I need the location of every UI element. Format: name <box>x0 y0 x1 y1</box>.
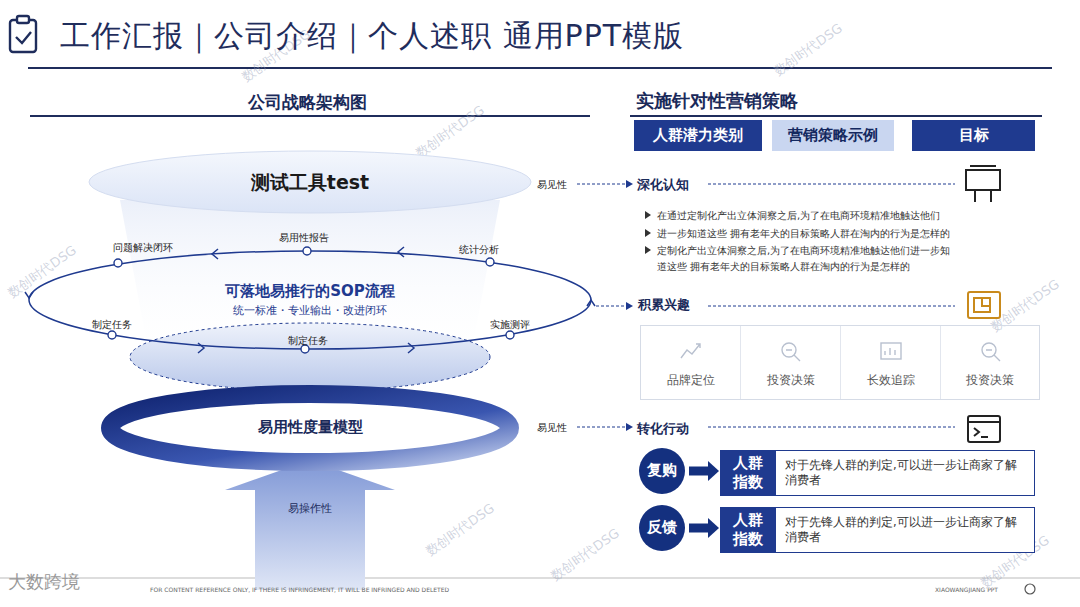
panel-icon <box>778 340 804 362</box>
ring-dot <box>108 331 116 339</box>
up-arrow: 易操作性 <box>222 458 398 594</box>
ring-arrowhead <box>408 343 414 353</box>
icon-panel: 积累兴趣品牌定位投资决策长效追踪投资决策 <box>640 325 1040 400</box>
leader-arrows <box>577 184 628 427</box>
action-circle: 反馈 <box>638 504 686 552</box>
footer-note: FOR CONTENT REFERENCE ONLY, IF THERE IS … <box>150 585 449 594</box>
node-text: 人群指数 <box>720 454 776 492</box>
arrow-body <box>225 460 395 590</box>
stage-heading: 深化认知 <box>637 175 689 195</box>
circle <box>639 505 685 551</box>
panel-icon <box>678 340 704 362</box>
clipboard-icon <box>10 16 36 52</box>
ring-label: 统计分析 <box>459 242 499 258</box>
billboard-icon <box>966 166 1000 202</box>
connector-arrow <box>689 518 719 538</box>
heading-rule <box>630 115 1042 117</box>
watermark: 数创时代DSG <box>3 241 80 304</box>
node-text: 目标 <box>959 126 989 146</box>
bullet-text: 在通过定制化产出立体洞察之后,为了在电商环境精准地触达他们 <box>657 208 940 224</box>
axis-label: 易见性 <box>537 177 567 193</box>
stage-heading: 转化行动 <box>637 419 689 439</box>
node-text: 测试工具test <box>251 170 369 195</box>
ring <box>29 251 591 349</box>
node-text: 投资决策 <box>767 373 815 389</box>
panel-heading: 积累兴趣 <box>638 297 690 314</box>
ring-arrowhead <box>398 247 404 257</box>
ring-arrowhead <box>587 300 595 306</box>
watermark: 数创时代DSG <box>986 275 1063 338</box>
node-text: 可落地易推行的SOP流程 <box>225 282 395 302</box>
up-arrow-outline <box>222 458 398 594</box>
model-ring: 易用性度量模型 <box>100 384 520 472</box>
axis-label: 易见性 <box>537 420 567 436</box>
watermark: 数创时代DSG <box>546 524 623 587</box>
leader-heads <box>626 180 633 431</box>
ring-label: 易用性报告 <box>279 230 329 246</box>
desc-box: 对于先锋人群的判定,可以进一步让商家了解消费者人群指数 <box>720 507 1035 553</box>
watermark: 数创时代DSG <box>769 19 846 82</box>
bullet-text: 定制化产出立体洞察之后,为了在电商环境精准地触达他们进一步知道这些 拥有老年犬的… <box>657 243 957 274</box>
panel-icon <box>878 340 904 362</box>
section-heading: 实施针对性营销策略 <box>636 87 798 115</box>
node-text: 易用性度量模型 <box>258 418 363 438</box>
bullet-marks <box>645 211 651 254</box>
heading-rule <box>30 115 590 117</box>
tab: 人群潜力类别 <box>634 120 762 151</box>
node-text: 投资决策 <box>966 373 1014 389</box>
index-box: 人群指数 <box>720 507 776 553</box>
node-text: 易操作性 <box>288 502 332 516</box>
panel-item: 长效追踪 <box>841 326 941 399</box>
ring-dot <box>303 247 311 255</box>
node-text: 营销策略示例 <box>788 126 878 146</box>
node-text: 对于先锋人群的判定,可以进一步让商家了解消费者 <box>785 458 1026 488</box>
footer-brand: XIAOWANGJIANG PPT <box>935 585 998 594</box>
node-text: 品牌定位 <box>667 373 715 389</box>
node-text: 长效追踪 <box>867 373 915 389</box>
ring-label: 实施测评 <box>490 317 530 333</box>
footer-icon <box>1025 584 1035 594</box>
watermark: 数创时代DSG <box>421 499 498 562</box>
ring-label: 制定任务 <box>288 333 328 349</box>
node-text: 反馈 <box>647 518 677 538</box>
panel-icon <box>978 340 1004 362</box>
tab: 目标 <box>912 120 1035 151</box>
section-heading: 公司战略架构图 <box>248 89 367 115</box>
circle <box>639 448 685 494</box>
panel-item: 投资决策 <box>941 326 1039 399</box>
node-text: 对于先锋人群的判定,可以进一步让商家了解消费者 <box>785 515 1026 545</box>
node-text: 复购 <box>647 461 677 481</box>
thick-ring <box>110 394 510 462</box>
node-text: 人群潜力类别 <box>653 126 743 146</box>
slide-title: 工作汇报｜公司介绍｜个人述职 通用PPT模版 <box>60 16 684 57</box>
panel-item: 投资决策 <box>741 326 841 399</box>
node-text: 人群指数 <box>720 511 776 549</box>
ring-dot <box>114 259 122 267</box>
bullet-text: 进一步知道这些 拥有老年犬的目标策略人群在淘内的行为是怎样的 <box>657 226 950 242</box>
dashed-ellipse <box>130 323 490 391</box>
tab: 营销策略示例 <box>772 120 894 151</box>
terminal-icon <box>968 416 1000 442</box>
action-circle: 复购 <box>638 447 686 495</box>
watermark: 大数跨境 <box>8 568 80 596</box>
ring-arrowhead <box>212 249 218 259</box>
ring-label: 制定任务 <box>92 317 132 333</box>
ellipse-layer: 测试工具test <box>88 150 532 214</box>
panel-item: 品牌定位 <box>641 326 741 399</box>
desc-box: 对于先锋人群的判定,可以进一步让商家了解消费者人群指数 <box>720 450 1035 496</box>
ring-label: 问题解决闭环 <box>113 240 173 256</box>
connector-arrow <box>689 461 719 481</box>
ring-arrowhead <box>198 343 204 353</box>
index-box: 人群指数 <box>720 450 776 496</box>
footer-rule <box>0 578 1080 579</box>
node-text: 统一标准・专业输出・改进闭环 <box>233 304 387 318</box>
ring-dot <box>506 331 514 339</box>
title-rule <box>28 67 1052 69</box>
watermark: 数创时代DSG <box>411 101 488 164</box>
ellipse <box>89 151 531 213</box>
ring-dot <box>301 345 309 353</box>
ring-dot <box>486 258 494 266</box>
